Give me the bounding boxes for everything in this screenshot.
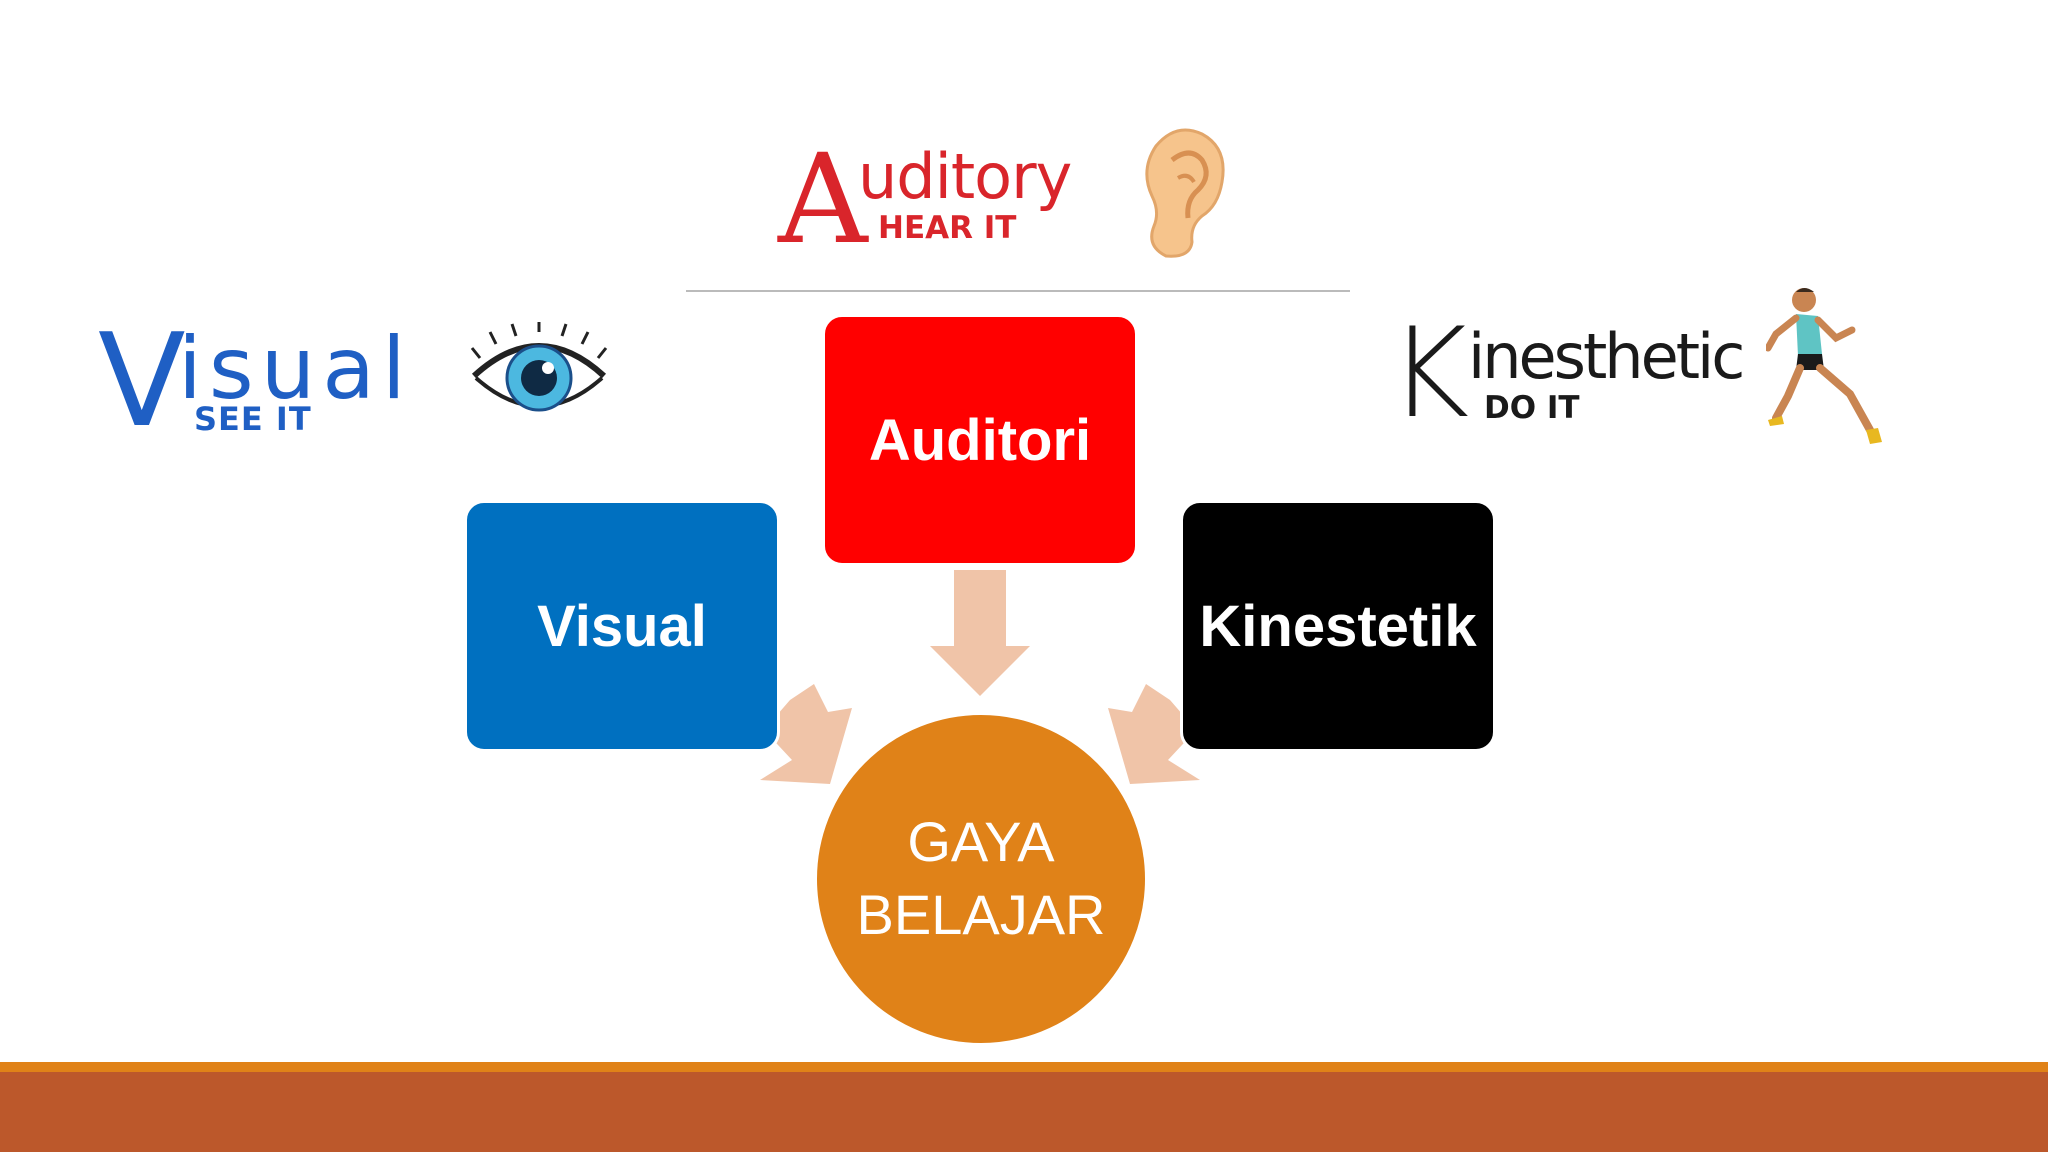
footer-stripe: [0, 1062, 2048, 1072]
arrow-from-kinestetik: [1108, 684, 1200, 784]
kinesthetic-logo-initial: K: [1388, 302, 1470, 446]
kinesthetic-do-it-logo: K inesthetic DO IT: [1388, 312, 1745, 438]
arrow-down: [930, 570, 1030, 696]
center-line-1: GAYA: [907, 810, 1055, 874]
auditori-label: Auditori: [868, 407, 1092, 473]
auditori-box: Auditori: [822, 314, 1138, 566]
visual-logo-initial: V: [98, 307, 186, 456]
arrows-layer: [760, 570, 1200, 784]
center-line-2: BELAJAR: [856, 883, 1106, 946]
visual-see-it-logo: V isual SEE IT: [98, 318, 418, 458]
kinesthetic-logo-word: inesthetic: [1468, 320, 1745, 393]
auditory-logo-tagline: HEAR IT: [878, 210, 1017, 246]
divider-line: [686, 290, 1350, 292]
kinesthetic-logo-tagline: DO IT: [1484, 390, 1580, 426]
auditory-logo-word: uditory: [858, 140, 1072, 213]
gaya-belajar-circle: GAYA BELAJAR: [814, 712, 1148, 1046]
ear-icon: [1145, 128, 1225, 258]
footer-bar: [0, 1072, 2048, 1152]
visual-label: Visual: [537, 593, 707, 659]
eye-icon: [470, 322, 608, 412]
visual-logo-tagline: SEE IT: [194, 400, 312, 438]
visual-logo-word: isual: [178, 319, 413, 419]
arrow-from-visual: [760, 684, 852, 784]
auditory-logo-initial: A: [778, 128, 868, 272]
kinestetik-label: Kinestetik: [1199, 593, 1477, 659]
visual-box: Visual: [464, 500, 780, 752]
kinestetik-box: Kinestetik: [1180, 500, 1496, 752]
runner-icon: [1766, 288, 1882, 444]
auditory-hear-it-logo: A uditory HEAR IT: [778, 138, 1078, 262]
